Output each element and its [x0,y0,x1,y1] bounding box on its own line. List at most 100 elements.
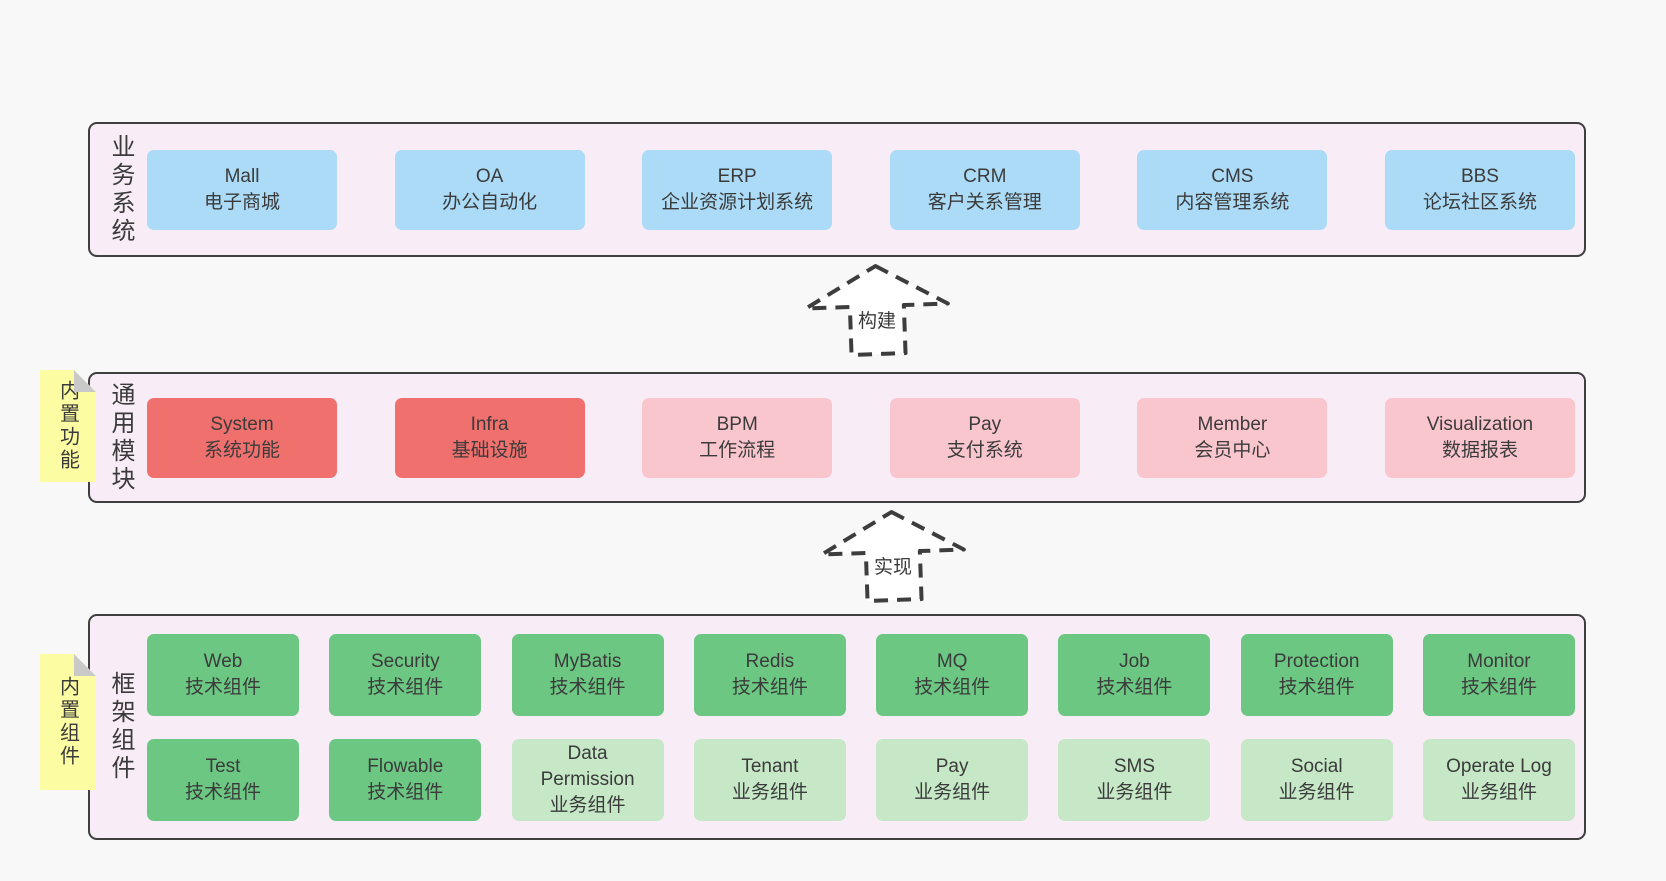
box-title: Visualization [1426,413,1534,435]
section-label-framework-components: 框架组件 [107,671,134,783]
box-bpm: BPM 工作流程 [642,397,833,478]
box-title: Social [1290,755,1343,777]
box-subtitle: 系统功能 [203,439,280,461]
box-subtitle: 论坛社区系统 [1422,191,1537,213]
box-flowable: Flowable 技术组件 [329,738,482,821]
sticky-note-built-in-features: 内置功能 [40,370,96,482]
box-title: Protection [1273,650,1360,672]
box-monitor: Monitor 技术组件 [1422,633,1575,716]
box-title: BBS [1460,165,1499,187]
box-subtitle: 技术组件 [1278,676,1355,698]
box-sms: SMS 业务组件 [1058,738,1211,821]
box-member: Member 会员中心 [1137,397,1328,478]
box-subtitle: 技术组件 [184,676,261,698]
arrow-build-label: 构建 [854,306,900,333]
box-title: Mall [224,165,260,187]
box-title: Pay [968,413,1002,435]
box-subtitle: 会员中心 [1194,439,1271,461]
box-title: ERP [717,165,757,187]
box-title: Pay [935,755,969,777]
box-subtitle: 基础设施 [451,439,528,461]
sticky-note-built-in-components: 内置组件 [40,654,96,790]
box-title: CMS [1211,165,1254,187]
box-title: BPM [716,413,758,435]
box-title: OA [475,165,504,187]
box-title: CRM [963,165,1007,187]
section-business-systems: 业务系统 Mall 电子商城 OA 办公自动化 ERP 企业资源计划系统 CRM 客户关系管理… [88,122,1586,257]
sticky-fold-corner-icon [74,654,96,676]
box-mq: MQ 技术组件 [876,633,1029,716]
box-title: Test [205,755,241,777]
box-title: Operate Log [1446,755,1552,777]
box-subtitle: 业务组件 [1460,781,1537,803]
box-subtitle: 电子商城 [203,191,280,213]
box-erp: ERP 企业资源计划系统 [642,149,833,230]
box-title: Redis [745,650,795,672]
box-title: Job [1119,650,1150,672]
box-subtitle: 办公自动化 [442,191,538,213]
box-subtitle: 技术组件 [184,781,261,803]
box-infra: Infra 基础设施 [394,397,585,478]
sticky-label: 内置组件 [56,676,79,768]
box-subtitle: 业务组件 [914,781,991,803]
module-boxes: System 系统功能 Infra 基础设施 BPM 工作流程 Pay 支付系统 Member 会… [147,374,1575,501]
box-crm: CRM 客户关系管理 [889,149,1080,230]
box-title: MyBatis [553,650,622,672]
box-protection: Protection 技术组件 [1240,633,1393,716]
box-tenant: Tenant 业务组件 [693,738,846,821]
box-pay: Pay 业务组件 [876,738,1029,821]
box-subtitle: 技术组件 [914,676,991,698]
box-title: Security [370,650,440,672]
box-mybatis: MyBatis 技术组件 [511,633,664,716]
box-subtitle: 客户关系管理 [927,191,1042,213]
box-subtitle: 数据报表 [1441,439,1518,461]
section-label-common-modules: 通用模块 [107,381,134,494]
box-subtitle: 技术组件 [1096,676,1173,698]
box-subtitle: 支付系统 [946,439,1023,461]
box-subtitle: 业务组件 [549,794,626,816]
box-row: System 系统功能 Infra 基础设施 BPM 工作流程 Pay 支付系统 Member 会… [147,397,1575,478]
box-title: SMS [1113,755,1155,777]
box-title: MQ [936,650,968,672]
box-subtitle: 技术组件 [367,676,444,698]
arrow-build-up: 构建 [802,262,952,358]
box-subtitle: 技术组件 [731,676,808,698]
box-title: System [210,413,274,435]
sticky-label: 内置功能 [56,380,79,472]
box-visualization: Visualization 数据报表 [1384,397,1575,478]
box-bbs: BBS 论坛社区系统 [1384,149,1575,230]
box-title: Member [1197,413,1268,435]
box-oa: OA 办公自动化 [394,149,585,230]
section-label-business-systems: 业务系统 [107,133,134,246]
box-security: Security 技术组件 [329,633,482,716]
box-title: Tenant [741,755,799,777]
box-operate-log: Operate Log 业务组件 [1422,738,1575,821]
box-subtitle: 技术组件 [367,781,444,803]
box-test: Test 技术组件 [147,738,299,821]
box-subtitle: 企业资源计划系统 [661,191,814,213]
box-subtitle: 技术组件 [1460,676,1537,698]
box-system: System 系统功能 [147,397,337,478]
box-subtitle: 技术组件 [549,676,626,698]
box-mall: Mall 电子商城 [147,149,337,230]
box-subtitle: 业务组件 [731,781,808,803]
box-job: Job 技术组件 [1058,633,1211,716]
box-title: Infra [470,413,509,435]
box-title: Monitor [1467,650,1531,672]
box-title: Flowable [367,755,444,777]
box-subtitle: 业务组件 [1096,781,1173,803]
box-redis: Redis 技术组件 [693,633,846,716]
box-subtitle: 工作流程 [699,439,776,461]
